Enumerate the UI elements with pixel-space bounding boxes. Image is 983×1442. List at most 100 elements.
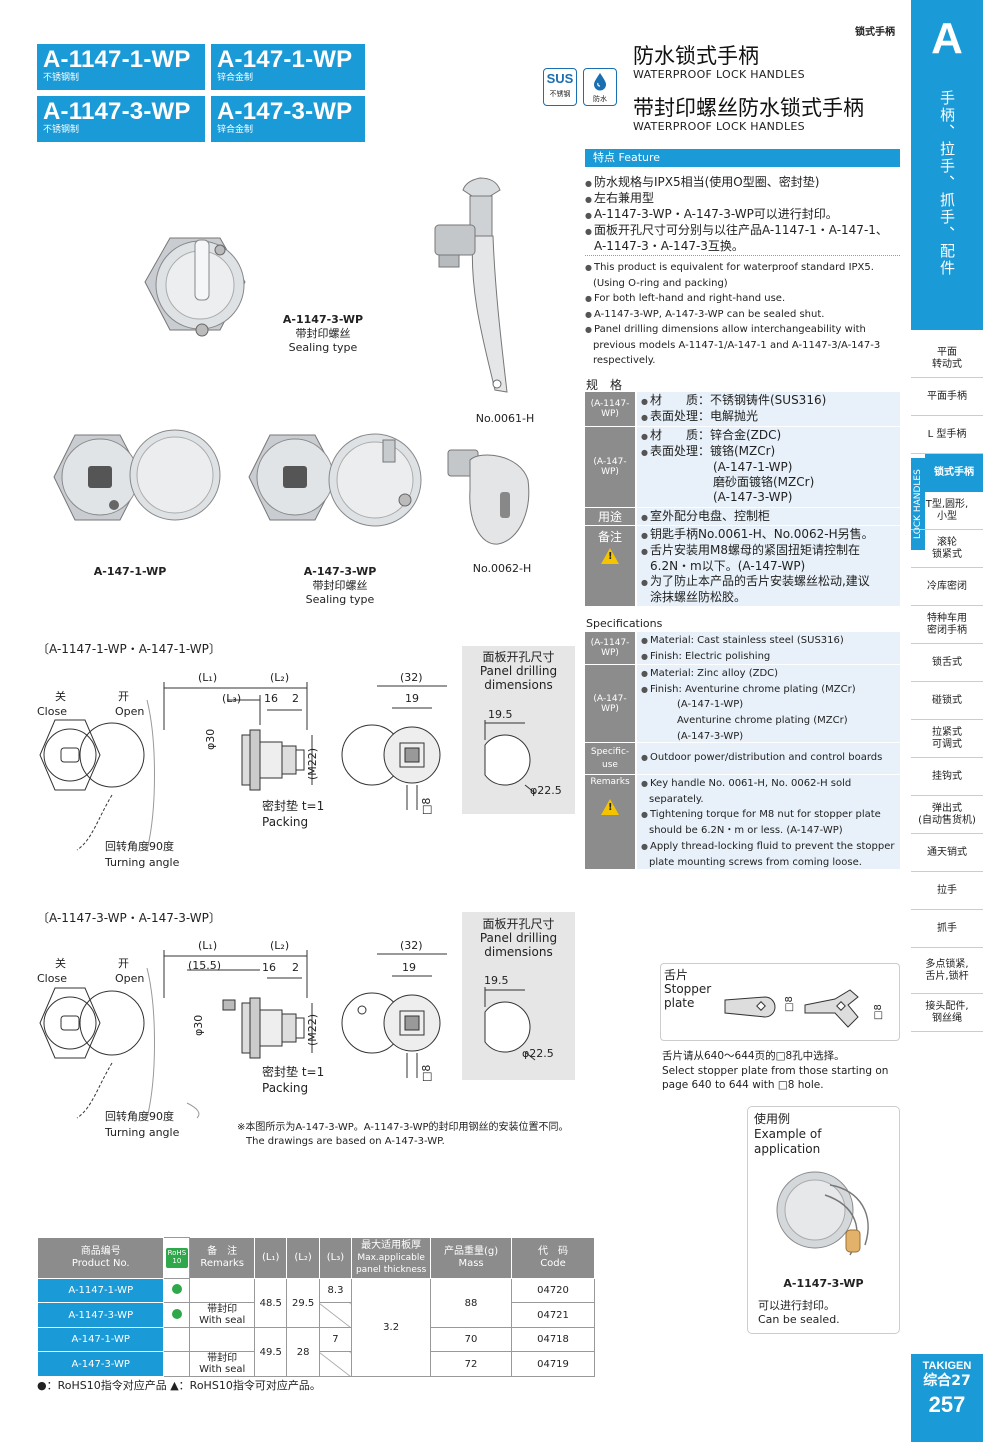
dim-sq8: □8 bbox=[420, 797, 433, 815]
dim-phi22-5: φ22.5 bbox=[530, 784, 562, 797]
cell-remarks bbox=[189, 1278, 256, 1303]
th-mass: 产品重量(g) Mass bbox=[430, 1237, 513, 1279]
spec-row-a147-cn: (A-147-WP) 材 质：锌合金(ZDC) 表面处理：镀铬(MZCr) (A… bbox=[585, 427, 900, 507]
product-table: 商品编号 Product No. RoHS 10 备 注 Remarks (L₁… bbox=[36, 1237, 595, 1377]
sidebar-item[interactable]: 抓手 bbox=[911, 910, 983, 948]
dim-19-5: 19.5 bbox=[488, 708, 513, 721]
dim-16: 16 bbox=[262, 961, 276, 974]
feature-item-cont: (Using O-ring and packing) bbox=[593, 277, 728, 289]
sidebar-item[interactable]: 挂钩式 bbox=[911, 758, 983, 796]
th-product-cn: 商品编号 bbox=[80, 1246, 121, 1257]
open-label-cn: 开 bbox=[118, 690, 129, 703]
dim-l1: (L₁) bbox=[198, 939, 218, 952]
spec-line: Finish: Aventurine chrome plating (MZCr) bbox=[641, 682, 896, 698]
cell-code: 04719 bbox=[511, 1351, 595, 1377]
stopper-box bbox=[660, 963, 900, 1041]
spec-line: Key handle No. 0061-H, No. 0062-H sold bbox=[641, 776, 896, 792]
spec-label: 用途 bbox=[585, 508, 635, 525]
section-letter: A bbox=[911, 0, 983, 80]
th-code-cn: 代 码 bbox=[538, 1246, 568, 1257]
table-row: A-147-1-WP 49.5 28 7 70 04718 bbox=[36, 1327, 595, 1377]
th-remarks: 备 注 Remarks bbox=[189, 1237, 256, 1279]
sidebar-item[interactable]: 多点锁紧, 舌片,锁杆 bbox=[911, 948, 983, 994]
th-l3: (L₃) bbox=[318, 1237, 353, 1279]
spec-label: Specific- use bbox=[585, 743, 635, 774]
sidebar-item[interactable]: 锁舌式 bbox=[911, 644, 983, 682]
drawing1-title: 〔A-1147-1-WP・A-147-1-WP〕 bbox=[37, 642, 221, 656]
cell-rohs bbox=[163, 1302, 191, 1328]
sidebar-item[interactable]: L 型手柄 bbox=[911, 416, 983, 454]
spec-line: Aventurine chrome plating (MZCr) bbox=[677, 715, 848, 727]
badge-a147-1-wp: A-147-1-WP 锌合金制 bbox=[211, 44, 365, 90]
title-cn-2: 带封印螺丝防水锁式手柄 bbox=[633, 96, 864, 120]
th-rohs: RoHS 10 bbox=[163, 1237, 191, 1279]
sidebar-item[interactable]: 通天销式 bbox=[911, 834, 983, 872]
application-cn: 使用例 bbox=[754, 1112, 791, 1126]
cell-remarks: 带封印 With seal bbox=[189, 1351, 256, 1377]
caption-no0061: No.0061-H bbox=[475, 412, 535, 425]
spec-row-notes-cn: 备注 钥匙手柄No.0061-H、No.0062-H另售。 舌片安装用M8螺母的… bbox=[585, 526, 900, 606]
remarks-cn: 带封印 bbox=[207, 1353, 238, 1364]
th-code-en: Code bbox=[540, 1258, 566, 1269]
spec-line: 舌片安装用M8螺母的紧固扭矩请控制在 bbox=[641, 543, 896, 559]
spec-body: Outdoor power/distribution and control b… bbox=[637, 743, 900, 774]
spec-line: 6.2N・m以下。(A-147-WP) bbox=[650, 559, 806, 573]
stopper-note-en: Select stopper plate from those starting… bbox=[662, 1064, 889, 1077]
spec-line: Material: Cast stainless steel (SUS316) bbox=[641, 633, 896, 649]
table-header-row: 商品编号 Product No. RoHS 10 备 注 Remarks (L₁… bbox=[36, 1237, 595, 1279]
cell-l3: 7 bbox=[318, 1327, 353, 1352]
sidebar-item[interactable]: 滚轮 锁紧式 bbox=[911, 530, 983, 568]
drill-box-1 bbox=[462, 646, 575, 814]
sidebar-item[interactable]: 弹出式 (自动售货机) bbox=[911, 796, 983, 834]
spec-line: Apply thread-locking fluid to prevent th… bbox=[641, 839, 896, 855]
sidebar-item[interactable]: 拉紧式 可调式 bbox=[911, 720, 983, 758]
sidebar-item[interactable]: 锁式手柄 bbox=[925, 454, 983, 492]
spec-label: Remarks bbox=[585, 775, 635, 869]
sidebar-item[interactable]: 平面 转动式 bbox=[911, 340, 983, 378]
spec-line: (A-147-3-WP) bbox=[677, 730, 744, 742]
spec-line: (A-147-1-WP) bbox=[713, 460, 793, 474]
turning-label-cn: 回转角度90度 bbox=[105, 1110, 174, 1123]
feature-list-en: This product is equivalent for waterproo… bbox=[585, 260, 905, 369]
stopper-note-en: page 640 to 644 with □8 hole. bbox=[662, 1079, 824, 1091]
spec-row-use-cn: 用途 室外配分电盘、控制柜 bbox=[585, 508, 900, 525]
warning-icon bbox=[601, 548, 619, 564]
feature-item: 防水规格与IPX5相当(使用O型圈、密封垫) bbox=[585, 175, 905, 191]
rohs-badge: RoHS 10 bbox=[165, 1248, 189, 1268]
remarks-cn: 带封印 bbox=[207, 1304, 238, 1315]
spec-line: should be 6.2N・m or less. (A-147-WP) bbox=[649, 825, 843, 837]
cell-rohs bbox=[163, 1351, 191, 1377]
sidebar-item[interactable]: 碰锁式 bbox=[911, 682, 983, 720]
badge-a147-3-wp: A-147-3-WP 锌合金制 bbox=[211, 96, 365, 142]
drill-en: Panel drilling bbox=[479, 664, 558, 678]
cell-l3: 8.3 bbox=[318, 1278, 353, 1303]
spec-line: 室外配分电盘、控制柜 bbox=[641, 509, 896, 525]
spec-row-a147-en: (A-147-WP) Material: Zinc alloy (ZDC) Fi… bbox=[585, 665, 900, 742]
cell-l2: 28 bbox=[286, 1327, 320, 1377]
catalog-label: 综合27 bbox=[923, 1373, 971, 1389]
sidebar-item[interactable]: 特种车用 密闭手柄 bbox=[911, 606, 983, 644]
dim-32: (32) bbox=[400, 939, 423, 952]
waterproof-label: 防水 bbox=[593, 95, 607, 103]
sidebar-item[interactable]: 平面手柄 bbox=[911, 378, 983, 416]
cell-remarks bbox=[189, 1327, 256, 1352]
sidebar-item[interactable]: T型,圆形, 小型 bbox=[911, 492, 983, 530]
th-panel-en: Max.applicable bbox=[357, 1253, 425, 1263]
drawing-note-cn: ※本图所示为A-147-3-WP。A-1147-3-WP的封印用钢丝的安装位置不… bbox=[237, 1122, 569, 1133]
stopper-sq8-a: □8 bbox=[784, 996, 795, 1012]
drill-cn: 面板开孔尺寸 bbox=[482, 650, 555, 664]
packing-label-cn: 密封垫 t=1 bbox=[262, 799, 325, 813]
photo-key-handle-0062 bbox=[447, 449, 530, 545]
drill-en: dimensions bbox=[484, 678, 553, 692]
sidebar-item[interactable]: 接头配件, 钢丝绳 bbox=[911, 994, 983, 1032]
sidebar-item[interactable]: 拉手 bbox=[911, 872, 983, 910]
dim-m22: (M22) bbox=[306, 747, 319, 780]
drill-shape-2 bbox=[484, 987, 536, 1061]
packing-label-en: Packing bbox=[262, 815, 309, 829]
application-title: 使用例 Example of application bbox=[754, 1112, 821, 1157]
photo-a147-3-wp bbox=[248, 433, 422, 527]
application-sub-cn: 可以进行封印。 bbox=[758, 1299, 835, 1312]
dim-2: 2 bbox=[292, 692, 299, 705]
sidebar-item[interactable]: 冷库密闭 bbox=[911, 568, 983, 606]
th-mass-en: Mass bbox=[458, 1258, 484, 1269]
